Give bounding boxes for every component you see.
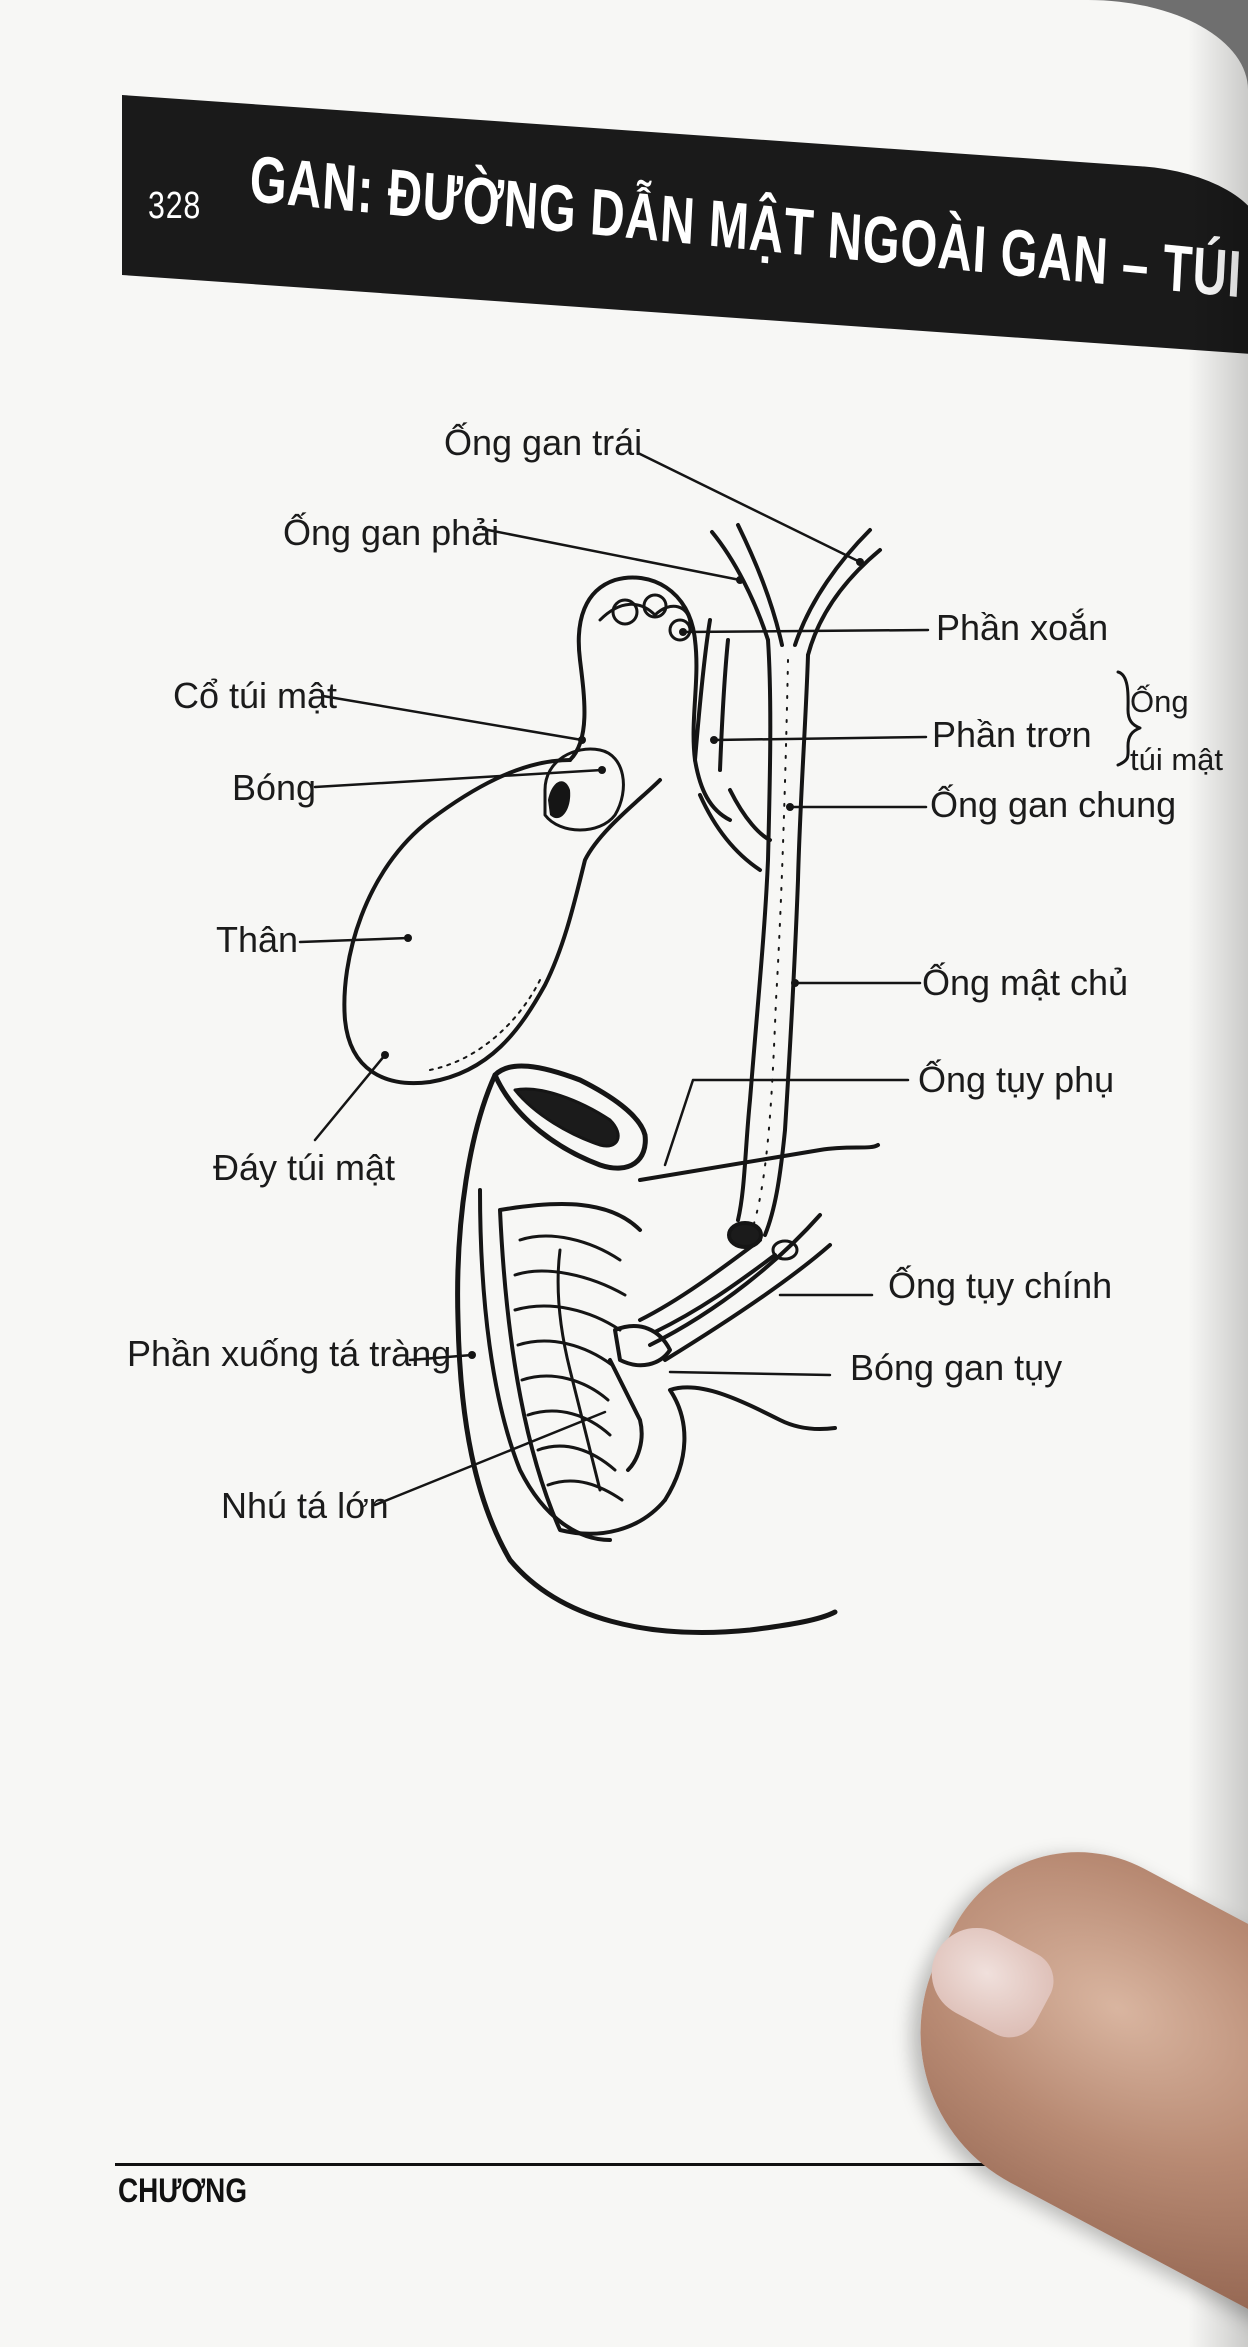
label-left-hepatic-duct: Ống gan trái (444, 421, 642, 463)
label-body: Thân (216, 919, 298, 960)
page-number: 328 (148, 185, 202, 227)
spiral-fold-2 (642, 593, 668, 619)
label-common-hepatic-duct: Ống gan chung (930, 783, 1176, 825)
accessory-pancreatic-duct (638, 1238, 777, 1334)
main-pancreatic-duct (648, 1213, 832, 1362)
duodenum-cut-edge (498, 1202, 667, 1536)
leader-lines (298, 451, 930, 1507)
cystic-duct-spiral (598, 602, 692, 627)
common-bile-duct (763, 653, 810, 1237)
label-main-pancreatic-duct: Ống tụy chính (888, 1264, 1112, 1306)
gallbladder-neck (568, 575, 732, 822)
duct-opening-2 (771, 1239, 799, 1261)
label-major-duodenal-papilla: Nhú tá lớn (221, 1485, 389, 1526)
footer-rule (115, 2163, 1115, 2166)
hepatopancreatic-ampulla (613, 1324, 672, 1368)
label-cystic-duct-line2: túi mật (1130, 742, 1223, 777)
duct-opening-1 (727, 1221, 763, 1249)
label-gallbladder-neck: Cổ túi mật (173, 675, 337, 716)
right-hepatic-duct (710, 523, 784, 647)
label-common-bile-duct: Ống mật chủ (922, 961, 1128, 1003)
label-descending-duodenum: Phần xuống tá tràng (127, 1333, 451, 1374)
left-hepatic-duct (793, 528, 882, 657)
label-right-hepatic-duct: Ống gan phải (283, 511, 499, 553)
common-hepatic-duct (736, 638, 773, 1222)
spiral-fold-3 (668, 618, 692, 642)
gallbladder-bulb (543, 747, 625, 832)
papilla-fold (608, 1358, 644, 1472)
label-accessory-pancreatic-duct: Ống tụy phụ (918, 1058, 1114, 1100)
gallbladder-outline (342, 758, 662, 1085)
mucosal-folds (513, 1234, 627, 1502)
label-cystic-duct-line1: Ống (1130, 683, 1189, 719)
label-fundus: Đáy túi mật (213, 1147, 395, 1188)
leader-dots (381, 558, 864, 1359)
gallbladder-shading (429, 979, 541, 1071)
bulb-dark (548, 781, 571, 819)
label-spiral-part: Phần xoắn (936, 607, 1108, 648)
duct-shading (751, 659, 789, 1231)
cystic-duct-smooth (693, 618, 730, 772)
cystic-duct-brace (1116, 670, 1142, 767)
duodenum-lumen (513, 1087, 620, 1148)
footer-chapter-label: CHƯƠNG (118, 2172, 248, 2210)
duodenum-outer (455, 1072, 838, 1635)
label-hepatopancreatic-ampulla: Bóng gan tụy (850, 1347, 1062, 1388)
spiral-fold-1 (611, 598, 639, 626)
label-bulb: Bóng (232, 767, 316, 808)
duodenum-back-wall (638, 1143, 880, 1502)
label-smooth-part: Phần trơn (932, 714, 1092, 755)
duodenum-top-opening (492, 1063, 648, 1171)
